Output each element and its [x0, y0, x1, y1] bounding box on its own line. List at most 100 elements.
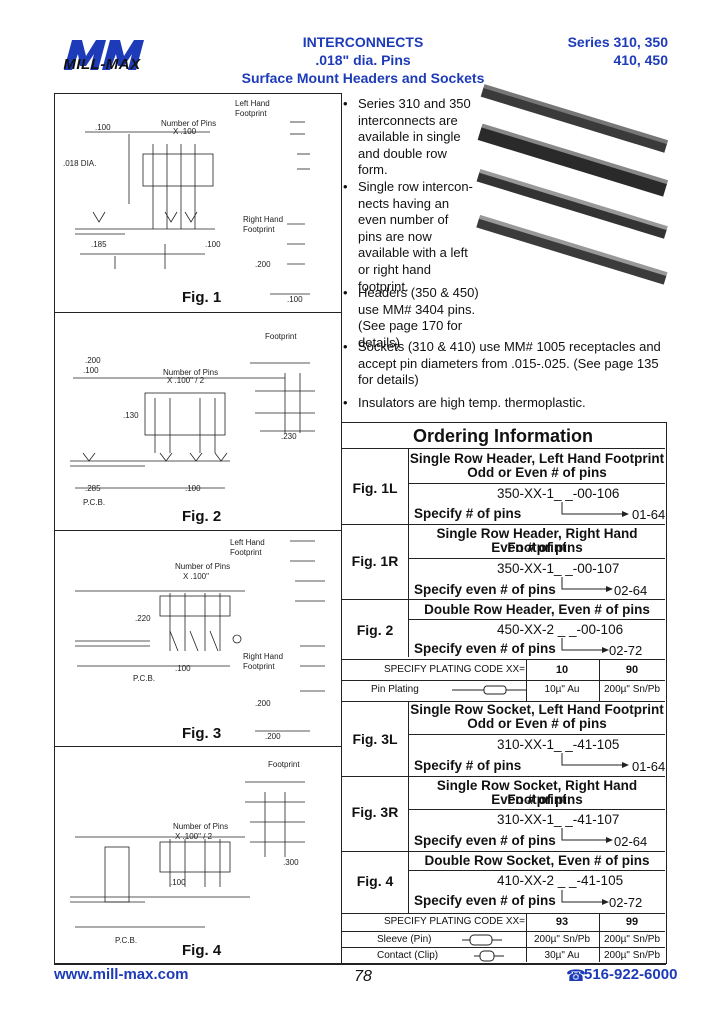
brand-name: MILL-MAX [63, 56, 141, 73]
series-line-2: 410, 450 [613, 52, 669, 68]
svg-text:.200: .200 [255, 699, 271, 708]
svg-text:Number of Pins: Number of Pins [175, 562, 230, 571]
bullet-3: • Headers (350 & 450) use MM# 3404 pins.… [343, 285, 665, 351]
order-desc-3l-b: Odd or Even # of pins [467, 716, 607, 731]
order-fig-3r: Fig. 3R [351, 804, 399, 820]
svg-text:.200: .200 [255, 260, 271, 269]
svg-text:Right Hand: Right Hand [243, 652, 283, 661]
svg-text:Footprint: Footprint [235, 109, 267, 118]
order-desc-1l-a: Single Row Header, Left Hand Footprint [409, 451, 665, 466]
sleeve-value-93: 200µ" Sn/Pb [533, 934, 590, 945]
footer-phone: 516-922-6000 [584, 966, 678, 983]
svg-text:Footprint: Footprint [243, 662, 275, 671]
bullet-5: • Insulators are high temp. thermoplasti… [343, 395, 665, 412]
svg-text:Left Hand: Left Hand [230, 538, 265, 547]
sleeve-icon [462, 934, 502, 946]
bullet-1: • Series 310 and 350 interconnects are a… [343, 96, 473, 179]
svg-text:Footprint: Footprint [268, 760, 300, 769]
product-photo [476, 84, 669, 285]
socket-plating-col-divider [599, 913, 600, 962]
arrow-3l [561, 753, 629, 768]
arrow-1l [561, 502, 629, 517]
title-line-1: INTERCONNECTS [302, 34, 424, 50]
plating-col-divider [526, 659, 527, 701]
svg-text:Number of Pins: Number of Pins [161, 119, 216, 128]
order-desc-divider [409, 619, 665, 620]
order-part-3l: 310-XX-1_ _-41-105 [497, 737, 620, 752]
svg-text:Footprint: Footprint [243, 225, 275, 234]
socket-plating-col-divider [526, 913, 527, 962]
svg-text:.100: .100 [175, 664, 191, 673]
svg-text:.185: .185 [91, 240, 107, 249]
bullet-dot: • [343, 285, 348, 300]
figure-divider-1 [54, 312, 341, 313]
svg-text:Number of Pins: Number of Pins [173, 822, 228, 831]
figure-4-label: Fig. 4 [182, 942, 222, 959]
order-row-1l [341, 448, 665, 449]
figure-1-label: Fig. 1 [182, 289, 222, 306]
socket-plating-code-99: 99 [625, 916, 639, 928]
socket-plating-row-2 [341, 931, 665, 932]
title-line-2: .018" dia. Pins [315, 52, 411, 68]
bullet-dot: • [343, 179, 348, 194]
svg-text:.100: .100 [170, 878, 186, 887]
svg-text:P.C.B.: P.C.B. [133, 674, 155, 683]
bullet-2-text: Single row intercon-nects having an even… [358, 179, 473, 294]
order-row-3r [341, 776, 665, 777]
header-plating-row-2 [341, 680, 665, 681]
order-part-1r: 350-XX-1_ _-00-107 [497, 561, 620, 576]
svg-text:.018 DIA.: .018 DIA. [63, 159, 96, 168]
svg-text:.300: .300 [283, 858, 299, 867]
footer-rule [54, 964, 666, 965]
ordering-title: Ordering Information [413, 426, 593, 446]
figure-3-label: Fig. 3 [182, 725, 222, 742]
order-part-4: 410-XX-2 _ _-41-105 [497, 873, 624, 888]
contact-value-93: 30µ" Au [544, 950, 580, 961]
order-spec-3l: Specify # of pins [414, 758, 522, 773]
figure-divider-2 [54, 530, 341, 531]
svg-text:X .100": X .100" [183, 572, 209, 581]
bullet-4: • Sockets (310 & 410) use MM# 1005 recep… [343, 339, 665, 389]
svg-text:.100: .100 [83, 366, 99, 375]
order-part-1l: 350-XX-1_ _-00-106 [497, 486, 620, 501]
order-fig-1r: Fig. 1R [351, 553, 399, 569]
order-row-2 [341, 599, 665, 600]
order-fig-3l: Fig. 3L [352, 731, 398, 747]
order-desc-4: Double Row Socket, Even # of pins [424, 853, 650, 868]
svg-text:X .100" / 2: X .100" / 2 [167, 376, 205, 385]
order-desc-3r-a: Single Row Socket, Right Hand Footprint [436, 778, 638, 807]
order-desc-divider [409, 870, 665, 871]
order-desc-3l-a: Single Row Socket, Left Hand Footprint [410, 702, 664, 717]
plating-col-divider [599, 659, 600, 701]
pin-icon [452, 685, 526, 695]
order-fig-1l: Fig. 1L [352, 480, 398, 496]
svg-text:P.C.B.: P.C.B. [115, 936, 137, 945]
svg-text:Left Hand: Left Hand [235, 99, 270, 108]
bullet-dot: • [343, 96, 348, 111]
plating-code-90: 90 [625, 664, 639, 676]
telephone-icon: ☎ [566, 968, 586, 985]
pin-plating-90: 200µ" Sn/Pb [603, 684, 660, 695]
plating-code-10: 10 [555, 664, 569, 676]
page-number: 78 [354, 968, 372, 985]
svg-text:.285: .285 [85, 484, 101, 493]
ordering-figcol-divider [408, 448, 409, 657]
svg-text:Footprint: Footprint [265, 332, 297, 341]
order-fig-2: Fig. 2 [356, 622, 394, 638]
ordering-panel [341, 422, 667, 964]
header-plating-row [341, 659, 665, 660]
order-part-3r: 310-XX-1_ _-41-107 [497, 812, 620, 827]
order-range-1l: 01-64 [632, 507, 666, 522]
order-desc-1r-a: Single Row Header, Right Hand Footprint [436, 526, 638, 555]
brand-logo: MILL-MAX [52, 34, 152, 78]
order-spec-2: Specify even # of pins [414, 641, 556, 656]
bullet-5-text: Insulators are high temp. thermoplastic. [358, 395, 586, 410]
footer-url[interactable]: www.mill-max.com [54, 966, 189, 983]
sleeve-label: Sleeve (Pin) [377, 934, 432, 945]
svg-text:.200: .200 [85, 356, 101, 365]
svg-text:Footprint: Footprint [230, 548, 262, 557]
contact-value-99: 200µ" Sn/Pb [603, 950, 660, 961]
